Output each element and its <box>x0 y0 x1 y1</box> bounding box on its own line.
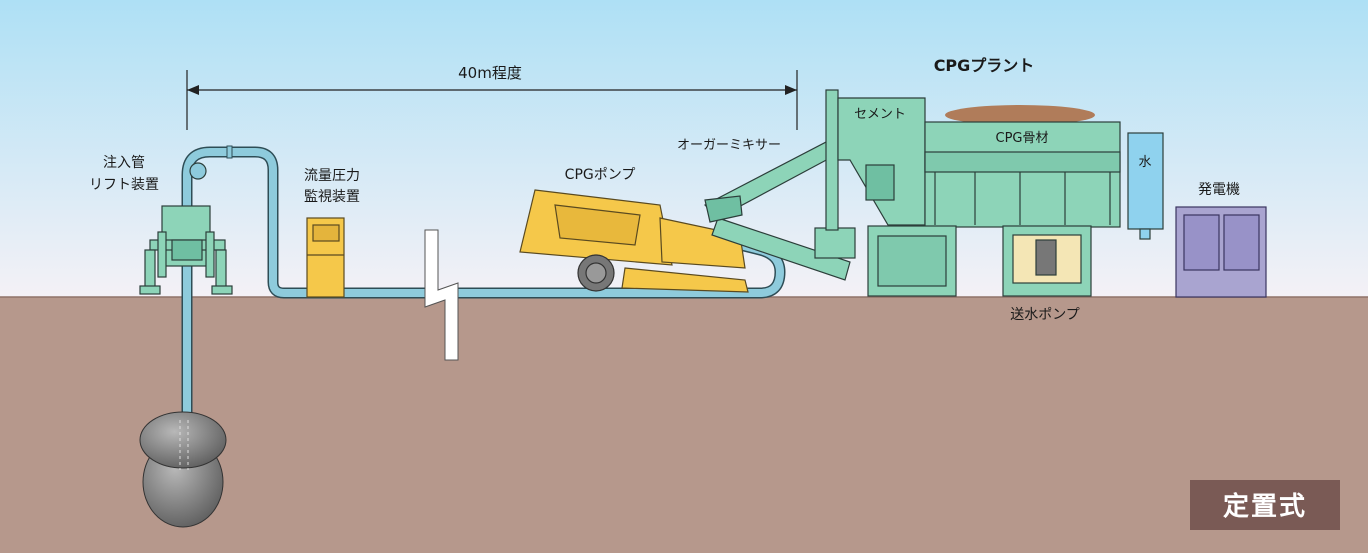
cpg-pump-label: CPGポンプ <box>565 167 636 183</box>
distance-dimension: 40m程度 <box>186 64 798 130</box>
grout-bulbs <box>139 411 227 528</box>
monitor-label-1: 流量圧力 <box>304 168 360 184</box>
generator <box>1175 206 1267 298</box>
lift-label-2: リフト装置 <box>89 177 159 193</box>
injection-lift-device <box>139 162 233 295</box>
cement-label: セメント <box>854 107 906 122</box>
aggregate-label: CPG骨材 <box>996 131 1049 146</box>
generator-label: 発電機 <box>1198 182 1240 198</box>
cpg-pump <box>519 189 749 293</box>
method-badge <box>1190 480 1340 530</box>
ground <box>0 297 1368 553</box>
lift-label-1: 注入管 <box>103 155 145 171</box>
auger-mixer-label: オーガーミキサー <box>677 138 781 153</box>
water-label: 水 <box>1138 155 1151 170</box>
water-pump-label: 送水ポンプ <box>1010 307 1080 323</box>
pipe-break-symbol <box>424 229 459 361</box>
plant-title: CPGプラント <box>934 56 1035 75</box>
distance-label: 40m程度 <box>458 64 522 82</box>
cpg-plant <box>825 89 1164 297</box>
method-badge-text: 定置式 <box>1223 491 1307 522</box>
monitor-label-2: 監視装置 <box>304 188 360 205</box>
pipe-joint <box>226 145 233 159</box>
flow-monitor-device <box>306 217 345 298</box>
auger-conveyor <box>703 139 856 281</box>
